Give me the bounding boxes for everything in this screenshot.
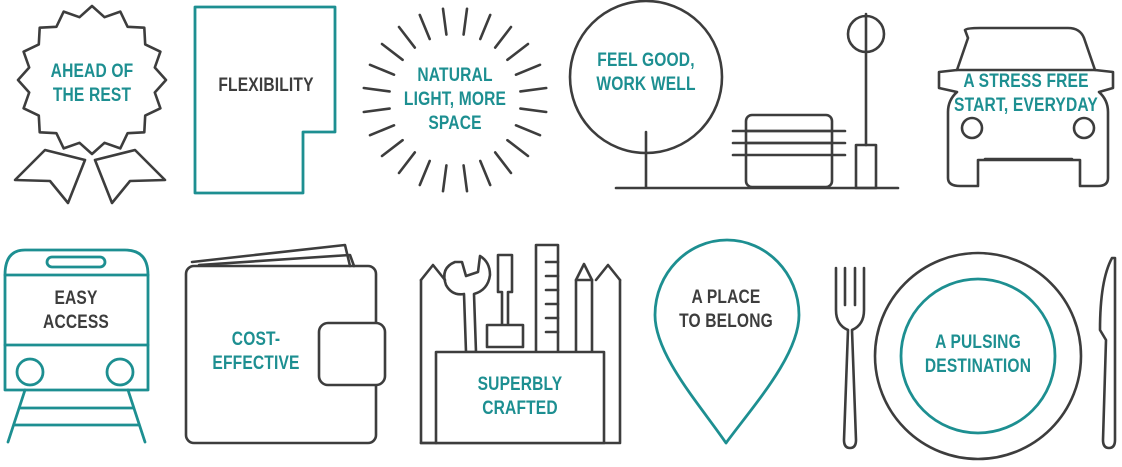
label-line: THE REST [52, 85, 132, 106]
sun-ray [397, 151, 417, 175]
sun-ray [493, 25, 513, 49]
feature-label-stress-free: A STRESS FREE START, EVERYDAY [948, 70, 1104, 118]
label-line: SUPERBLY [477, 374, 563, 395]
sun-ray [462, 164, 469, 193]
sun-ray [368, 63, 396, 76]
floorplan-icon [193, 5, 337, 195]
label-line: SPACE [428, 113, 482, 134]
feature-label-natural-light: NATURAL LIGHT, MORE SPACE [394, 64, 517, 136]
label-line: AHEAD OF [50, 61, 134, 82]
toolbox-icon [419, 243, 622, 445]
feature-label-ahead-of-the-rest: AHEAD OF THE REST [35, 60, 150, 108]
sun-ray [478, 13, 492, 41]
label-line: LIGHT, MORE [403, 89, 507, 110]
sun-ray [506, 42, 530, 62]
label-line: ACCESS [43, 312, 109, 333]
sunburst-icon [362, 7, 548, 193]
label-line: A PLACE [691, 287, 761, 308]
feature-label-place-to-belong: A PLACE TO BELONG [668, 286, 784, 334]
label-line: A STRESS FREE [963, 71, 1089, 92]
sun-ray [441, 164, 448, 193]
feature-label-pulsing-destination: A PULSING DESTINATION [917, 331, 1040, 379]
sun-ray [441, 7, 448, 36]
wallet-icon [184, 243, 387, 445]
sun-ray [519, 107, 548, 114]
sun-ray [462, 7, 469, 36]
sun-ray [418, 159, 432, 187]
label-line: TO BELONG [679, 311, 773, 332]
sun-ray [478, 159, 492, 187]
label-line: COST- [231, 329, 281, 350]
sun-ray [506, 138, 530, 158]
sun-ray [380, 138, 404, 158]
label-line: WORK WELL [596, 74, 696, 95]
feature-label-cost-effective: COST- EFFECTIVE [199, 328, 314, 376]
label-line: DESTINATION [924, 356, 1032, 377]
train-icon [3, 248, 150, 444]
sun-ray [514, 124, 542, 137]
feature-label-easy-access: EASY ACCESS [19, 287, 134, 335]
label-line: NATURAL [417, 65, 493, 86]
label-line: EFFECTIVE [212, 353, 300, 374]
sun-ray [519, 86, 548, 93]
plate-cutlery-icon [834, 251, 1117, 461]
feature-label-flexibility: FLEXIBILITY [205, 74, 328, 98]
sun-ray [380, 42, 404, 62]
label-line: FEEL GOOD, [597, 50, 695, 71]
park-scene-icon [568, 0, 900, 190]
label-line: START, EVERYDAY [954, 95, 1098, 116]
rosette-icon [13, 4, 168, 205]
sun-ray [514, 63, 542, 76]
sun-ray [368, 124, 396, 137]
feature-label-superbly-crafted: SUPERBLY CRAFTED [459, 373, 582, 421]
label-line: CRAFTED [482, 398, 558, 419]
sun-ray [397, 25, 417, 49]
feature-label-feel-good: FEEL GOOD, WORK WELL [585, 49, 708, 97]
sun-ray [362, 86, 391, 93]
label-line: A PULSING [935, 332, 1021, 353]
sun-ray [493, 151, 513, 175]
label-line: EASY [54, 288, 98, 309]
label-line: FLEXIBILITY [218, 75, 314, 96]
sun-ray [418, 13, 432, 41]
map-pin-icon [653, 238, 801, 445]
sun-ray [362, 107, 391, 114]
car-icon [937, 26, 1115, 188]
